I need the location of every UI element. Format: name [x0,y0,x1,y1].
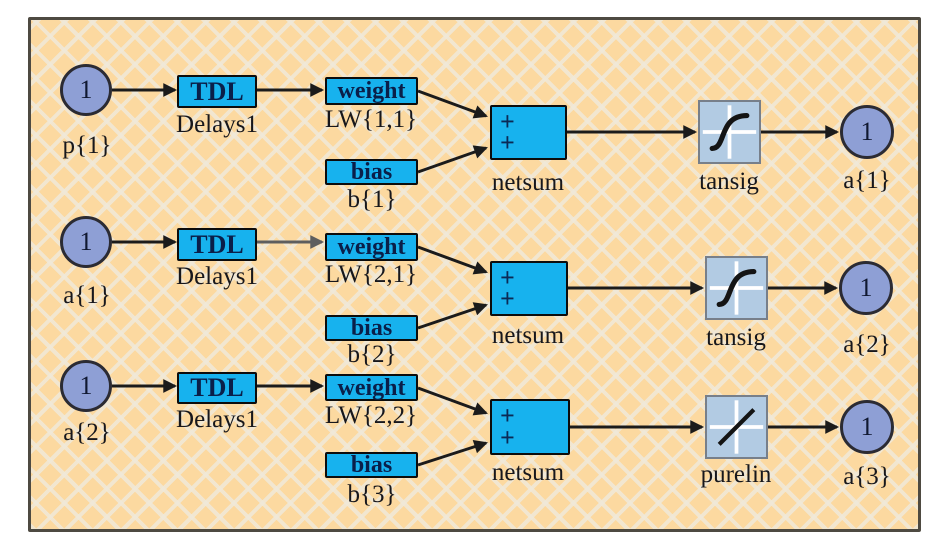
netsum-block-1[interactable]: + + [490,105,567,160]
transfer-block-label: tansig [699,168,759,195]
netsum-block-label: netsum [491,459,565,486]
output-node-label: a{3} [843,463,891,490]
tdl-block-title: TDL [190,229,244,259]
weight-block-label: LW{2,2} [324,402,418,429]
weight-block-3[interactable]: weight [325,374,418,401]
tdl-block-label: Delays1 [176,406,258,433]
tdl-block-title: TDL [190,373,244,402]
tdl-block-label: Delays1 [176,263,258,290]
plus-icon: + [500,107,515,136]
bias-block-title: bias [350,452,393,478]
transfer-block-tansig-2[interactable] [705,256,768,320]
plus-icon: + [500,423,515,452]
netsum-block-3[interactable]: + + [490,399,570,455]
source-node-value: 1 [79,75,93,104]
weight-block-title: weight [337,78,406,104]
tdl-block-3[interactable]: TDL [177,372,257,404]
netsum-block-label: netsum [491,169,565,196]
tdl-block-1[interactable]: TDL [177,75,257,108]
plus-icon: + [500,263,515,292]
source-node-value: 1 [79,371,93,400]
source-node-value: 1 [79,227,93,256]
output-node-value: 1 [859,273,873,302]
arrow-bias-netsum-1 [417,145,488,174]
tdl-block-label: Delays1 [176,111,258,138]
source-node-label: a{2} [63,419,111,446]
plus-icon: + [500,284,515,313]
connection-arrows [112,83,840,467]
output-node-a2[interactable]: 1 [839,261,893,315]
weight-block-2[interactable]: weight [325,233,418,261]
output-node-a1[interactable]: 1 [840,105,894,159]
transfer-block-tansig-1[interactable] [698,100,761,164]
netsum-block-2[interactable]: + + [490,261,568,316]
output-node-label: a{1} [843,167,891,194]
bias-block-label: b{1} [347,186,397,213]
transfer-block-purelin-3[interactable] [705,395,768,459]
bias-block-title: bias [350,315,393,341]
weight-block-title: weight [337,234,406,260]
output-node-label: a{2} [843,331,891,358]
source-node-p1[interactable]: 1 [60,64,112,116]
source-node-label: a{1} [63,282,111,309]
transfer-block-label: purelin [700,461,772,488]
bias-block-1[interactable]: bias [325,159,418,185]
transfer-block-label: tansig [706,324,766,351]
output-node-value: 1 [860,412,874,441]
weight-block-label: LW{2,1} [324,261,418,288]
bias-block-2[interactable]: bias [325,315,418,341]
output-node-a3[interactable]: 1 [840,400,894,454]
source-node-a2[interactable]: 1 [60,360,112,412]
diagonal-line-icon [709,400,764,454]
bias-block-title: bias [350,159,393,185]
network-frame: 1 p{1} TDL Delays1 weight LW{1,1} bias b… [28,17,921,532]
s-curve-icon [702,105,757,159]
weight-block-title: weight [337,374,406,401]
plus-icon: + [500,128,515,157]
bias-block-label: b{3} [347,481,397,508]
source-node-label: p{1} [62,132,112,159]
bias-block-3[interactable]: bias [325,452,418,478]
tdl-block-title: TDL [190,76,244,106]
output-node-value: 1 [860,117,874,146]
bias-block-label: b{2} [347,341,397,368]
source-node-a1[interactable]: 1 [60,216,112,268]
weight-block-1[interactable]: weight [325,77,418,105]
netsum-block-label: netsum [491,322,565,349]
s-curve-icon [709,261,764,315]
weight-block-label: LW{1,1} [324,106,418,133]
plus-icon: + [500,401,515,430]
tdl-block-2[interactable]: TDL [177,228,257,261]
